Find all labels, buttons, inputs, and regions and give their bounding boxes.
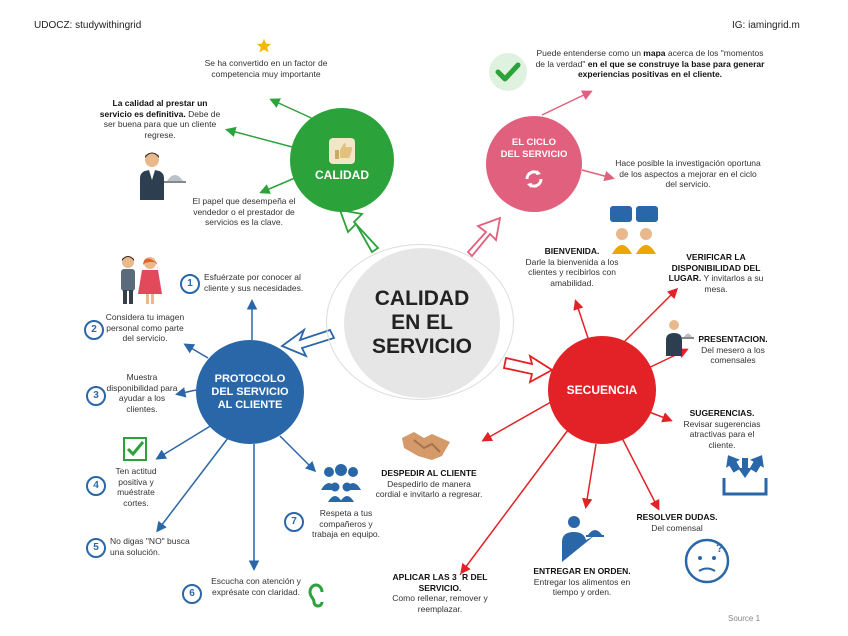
checkbox-icon xyxy=(122,436,150,462)
calidad-title: CALIDAD xyxy=(315,168,369,182)
svg-text:?: ? xyxy=(716,541,723,555)
protocolo-number-4: 4 xyxy=(86,476,106,496)
calidad-circle: CALIDAD xyxy=(290,108,394,212)
protocolo-item-7: Respeta a tus compañeros y trabaja en eq… xyxy=(306,508,386,540)
step-bienvenida-title: BIENVENIDA. xyxy=(524,246,620,257)
ciclo-title-line1: EL CICLO xyxy=(512,137,556,149)
step-presentacion: PRESENTACION. Del mesero a los comensale… xyxy=(694,334,772,366)
protocolo-title-line3: AL CLIENTE xyxy=(218,399,283,412)
protocolo-item-2: Considera tu imagen personal como parte … xyxy=(104,312,186,344)
protocolo-item-4: Ten actitud positiva y muéstrate cortes. xyxy=(106,466,166,508)
step-despedir-title: DESPEDIR AL CLIENTE xyxy=(374,468,484,479)
ciclo-note-top-b: mapa xyxy=(643,48,665,58)
protocolo-title-line2: DEL SERVICIO xyxy=(211,386,288,399)
step-resolver: RESOLVER DUDAS. Del comensal xyxy=(636,512,718,533)
protocolo-circle: PROTOCOLO DEL SERVICIO AL CLIENTE xyxy=(196,340,304,444)
team-icon xyxy=(318,464,364,502)
calidad-note-left: La calidad al prestar un servicio es def… xyxy=(96,98,224,140)
step-aplicar: APLICAR LAS 3 ´R DEL SERVICIO. Como rell… xyxy=(390,572,490,614)
ciclo-note-right: Hace posible la investigación oportuna d… xyxy=(614,158,762,190)
secuencia-title: SECUENCIA xyxy=(567,383,638,397)
thumbs-up-icon xyxy=(329,138,355,164)
confused-face-icon: ? xyxy=(684,538,730,584)
step-entregar: ENTREGAR EN ORDEN. Entregar los alimento… xyxy=(526,566,638,598)
ciclo-note-top-a: Puede entenderse como un xyxy=(536,48,643,58)
center-title-line2: EN EL xyxy=(391,311,453,335)
waiter-tray-icon xyxy=(136,150,190,202)
waiter-serving-icon xyxy=(560,514,606,562)
handshake-icon xyxy=(400,428,452,462)
customers-icon xyxy=(116,254,164,304)
step-sugerencias-desc: Revisar sugerencias atractivas para el c… xyxy=(676,419,768,451)
protocolo-number-3: 3 xyxy=(86,386,106,406)
step-aplicar-desc: Como rellenar, remover y reemplazar. xyxy=(390,593,490,614)
step-despedir: DESPEDIR AL CLIENTE Despedirlo de manera… xyxy=(374,468,484,500)
center-title-line1: CALIDAD xyxy=(375,287,470,311)
center-circle: CALIDAD EN EL SERVICIO xyxy=(344,248,500,398)
step-aplicar-title: APLICAR LAS 3 ´R DEL SERVICIO. xyxy=(390,572,490,593)
waiter-icon xyxy=(664,318,694,356)
step-sugerencias: SUGERENCIAS. Revisar sugerencias atracti… xyxy=(676,408,768,450)
ciclo-note-top: Puede entenderse como un mapa acerca de … xyxy=(534,48,766,80)
protocolo-number-2: 2 xyxy=(84,320,104,340)
calidad-note-bottom: El papel que desempeña el vendedor o el … xyxy=(184,196,304,228)
step-despedir-desc: Despedirlo de manera cordial e invitarlo… xyxy=(374,479,484,500)
ciclo-circle: EL CICLO DEL SERVICIO xyxy=(486,116,582,212)
protocolo-item-3: Muestra disponibilidad para ayudar a los… xyxy=(106,372,178,414)
step-presentacion-title: PRESENTACION. xyxy=(694,334,772,345)
protocolo-item-5: No digas "NO" busca una solución. xyxy=(110,536,196,557)
check-circle-icon xyxy=(488,52,528,92)
secuencia-circle: SECUENCIA xyxy=(548,336,656,444)
source-label: Source 1 xyxy=(728,614,760,623)
inbox-icon xyxy=(720,452,770,498)
step-bienvenida-desc: Darle la bienvenida a los clientes y rec… xyxy=(524,257,620,289)
ear-icon xyxy=(306,582,328,610)
protocolo-item-6: Escucha con atención y exprésate con cla… xyxy=(208,576,304,597)
ciclo-note-top-d: en el que se construye la base para gene… xyxy=(578,59,765,80)
protocolo-number-1: 1 xyxy=(180,274,200,294)
step-resolver-title: RESOLVER DUDAS. xyxy=(636,512,718,523)
step-resolver-desc: Del comensal xyxy=(636,523,718,534)
step-entregar-desc: Entregar los alimentos en tiempo y orden… xyxy=(526,577,638,598)
protocolo-number-7: 7 xyxy=(284,512,304,532)
cycle-icon xyxy=(521,166,547,192)
calidad-note-top: Se ha convertido en un factor de compete… xyxy=(196,58,336,79)
protocolo-title-line1: PROTOCOLO xyxy=(215,373,286,386)
step-bienvenida: BIENVENIDA. Darle la bienvenida a los cl… xyxy=(524,246,620,288)
protocolo-item-1: Esfuérzate por conocer al cliente y sus … xyxy=(204,272,324,293)
step-presentacion-desc: Del mesero a los comensales xyxy=(694,345,772,366)
protocolo-number-5: 5 xyxy=(86,538,106,558)
step-verificar-desc: Y invitarlos a su mesa. xyxy=(703,273,763,294)
step-sugerencias-title: SUGERENCIAS. xyxy=(676,408,768,419)
center-title-line3: SERVICIO xyxy=(372,335,472,359)
step-entregar-title: ENTREGAR EN ORDEN. xyxy=(526,566,638,577)
star-icon xyxy=(256,38,272,54)
protocolo-number-6: 6 xyxy=(182,584,202,604)
step-verificar: VERIFICAR LA DISPONIBILIDAD DEL LUGAR. Y… xyxy=(666,252,766,294)
ciclo-title-line2: DEL SERVICIO xyxy=(501,149,568,161)
